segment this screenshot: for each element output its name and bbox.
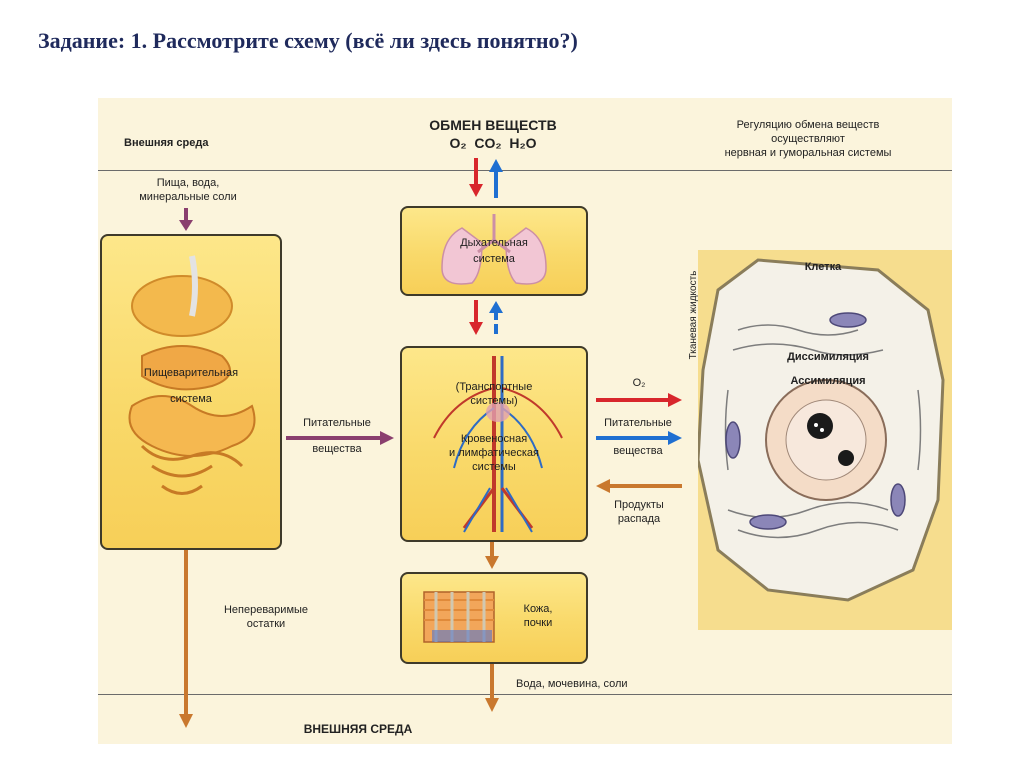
external-env-label: Внешняя среда bbox=[124, 136, 208, 150]
arrow-down-purple-icon bbox=[178, 208, 194, 232]
decay-label-2: распада bbox=[594, 512, 684, 526]
regulation-line-1: Регуляцию обмена веществ bbox=[688, 118, 928, 132]
assimilation-label: Ассимиляция bbox=[748, 374, 908, 388]
respiratory-system-box: Дыхательная система bbox=[400, 206, 588, 296]
skin-kidneys-box: Кожа, почки bbox=[400, 572, 588, 664]
o2-label: O₂ bbox=[624, 376, 654, 390]
nutrients-left-label-1: Питательные bbox=[282, 416, 392, 430]
arrow-up-blue-icon bbox=[488, 300, 504, 336]
undigested-label-2: остатки bbox=[196, 617, 336, 631]
arrow-down-brown-icon bbox=[484, 664, 500, 714]
digestive-label-2: система bbox=[116, 392, 266, 406]
arrow-up-blue-icon bbox=[488, 158, 504, 198]
metabolism-title: ОБМЕН ВЕЩЕСТВ bbox=[398, 118, 588, 132]
transport-label-3: Кровеносная bbox=[422, 432, 566, 446]
transport-label-4: и лимфатическая bbox=[422, 446, 566, 460]
respiratory-label-2: система bbox=[422, 252, 566, 266]
food-label-2: минеральные соли bbox=[118, 190, 258, 204]
arrow-right-red-icon bbox=[596, 392, 684, 408]
food-label-1: Пища, вода, bbox=[118, 176, 258, 190]
digestive-label-1: Пищеварительная bbox=[116, 366, 266, 380]
cell-title: Клетка bbox=[788, 260, 858, 274]
cell-panel: Клетка Диссимиляция Ассимиляция bbox=[698, 250, 952, 630]
lungs-illustration bbox=[402, 208, 586, 294]
external-env-bottom-label: ВНЕШНЯЯ СРЕДА bbox=[258, 722, 458, 736]
transport-system-box: (Транспортные системы) Кровеносная и лим… bbox=[400, 346, 588, 542]
regulation-line-3: нервная и гуморальная системы bbox=[688, 146, 928, 160]
top-divider bbox=[98, 170, 952, 171]
respiratory-label-1: Дыхательная bbox=[422, 236, 566, 250]
decay-label-1: Продукты bbox=[594, 498, 684, 512]
arrow-down-red-icon bbox=[468, 158, 484, 198]
metabolism-diagram: Внешняя среда ОБМЕН ВЕЩЕСТВ O₂ CO₂ H₂O Р… bbox=[98, 98, 952, 744]
dissimilation-label: Диссимиляция bbox=[748, 350, 908, 364]
digestive-system-box: Пищеварительная система bbox=[100, 234, 282, 550]
nutrients-left-label-2: вещества bbox=[282, 442, 392, 456]
arrow-down-brown-icon bbox=[484, 542, 500, 570]
bottom-divider bbox=[98, 694, 952, 695]
arrow-left-brown-icon bbox=[596, 478, 684, 494]
excretion-label: Вода, мочевина, соли bbox=[516, 677, 696, 691]
arrow-down-red-icon bbox=[468, 300, 484, 336]
nutrients-right-label-1: Питательные bbox=[588, 416, 688, 430]
transport-label-2: системы) bbox=[422, 394, 566, 408]
regulation-line-2: осуществляют bbox=[688, 132, 928, 146]
nutrients-right-label-2: вещества bbox=[588, 444, 688, 458]
transport-label-1: (Транспортные bbox=[422, 380, 566, 394]
arrow-down-brown-icon bbox=[178, 550, 194, 730]
task-title: Задание: 1. Рассмотрите схему (всё ли зд… bbox=[38, 28, 578, 54]
skin-label-2: почки bbox=[498, 616, 578, 630]
undigested-label-1: Непереваримые bbox=[196, 603, 336, 617]
cell-illustration bbox=[698, 250, 952, 630]
transport-label-5: системы bbox=[422, 460, 566, 474]
skin-label-1: Кожа, bbox=[498, 602, 578, 616]
gases-label: O₂ CO₂ H₂O bbox=[398, 136, 588, 150]
